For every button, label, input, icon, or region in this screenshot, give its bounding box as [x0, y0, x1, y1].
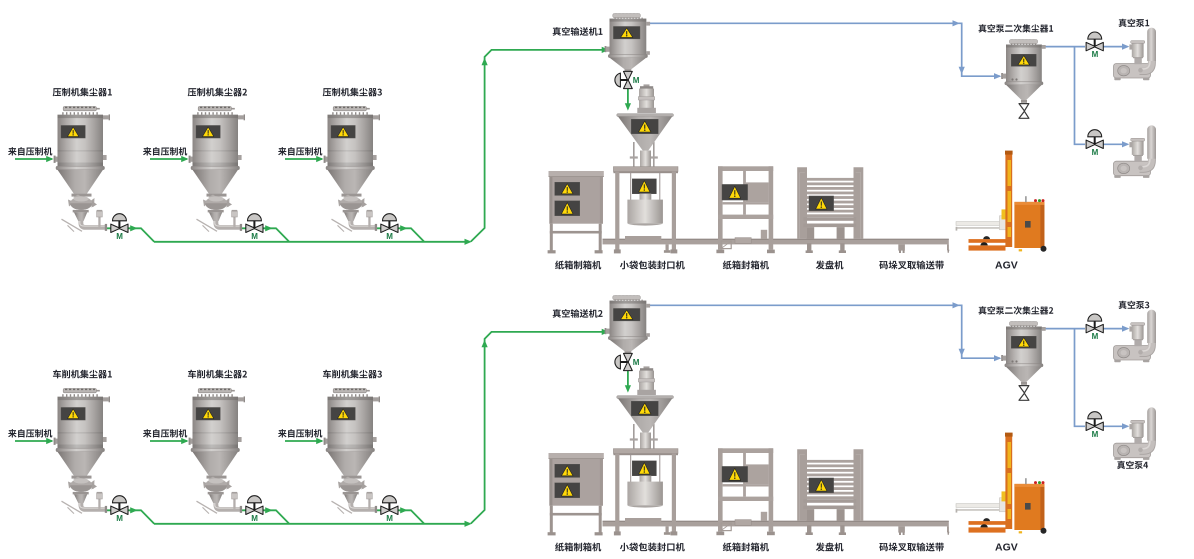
svg-text:AGV: AGV: [995, 260, 1018, 272]
svg-text:AGV: AGV: [995, 542, 1018, 554]
